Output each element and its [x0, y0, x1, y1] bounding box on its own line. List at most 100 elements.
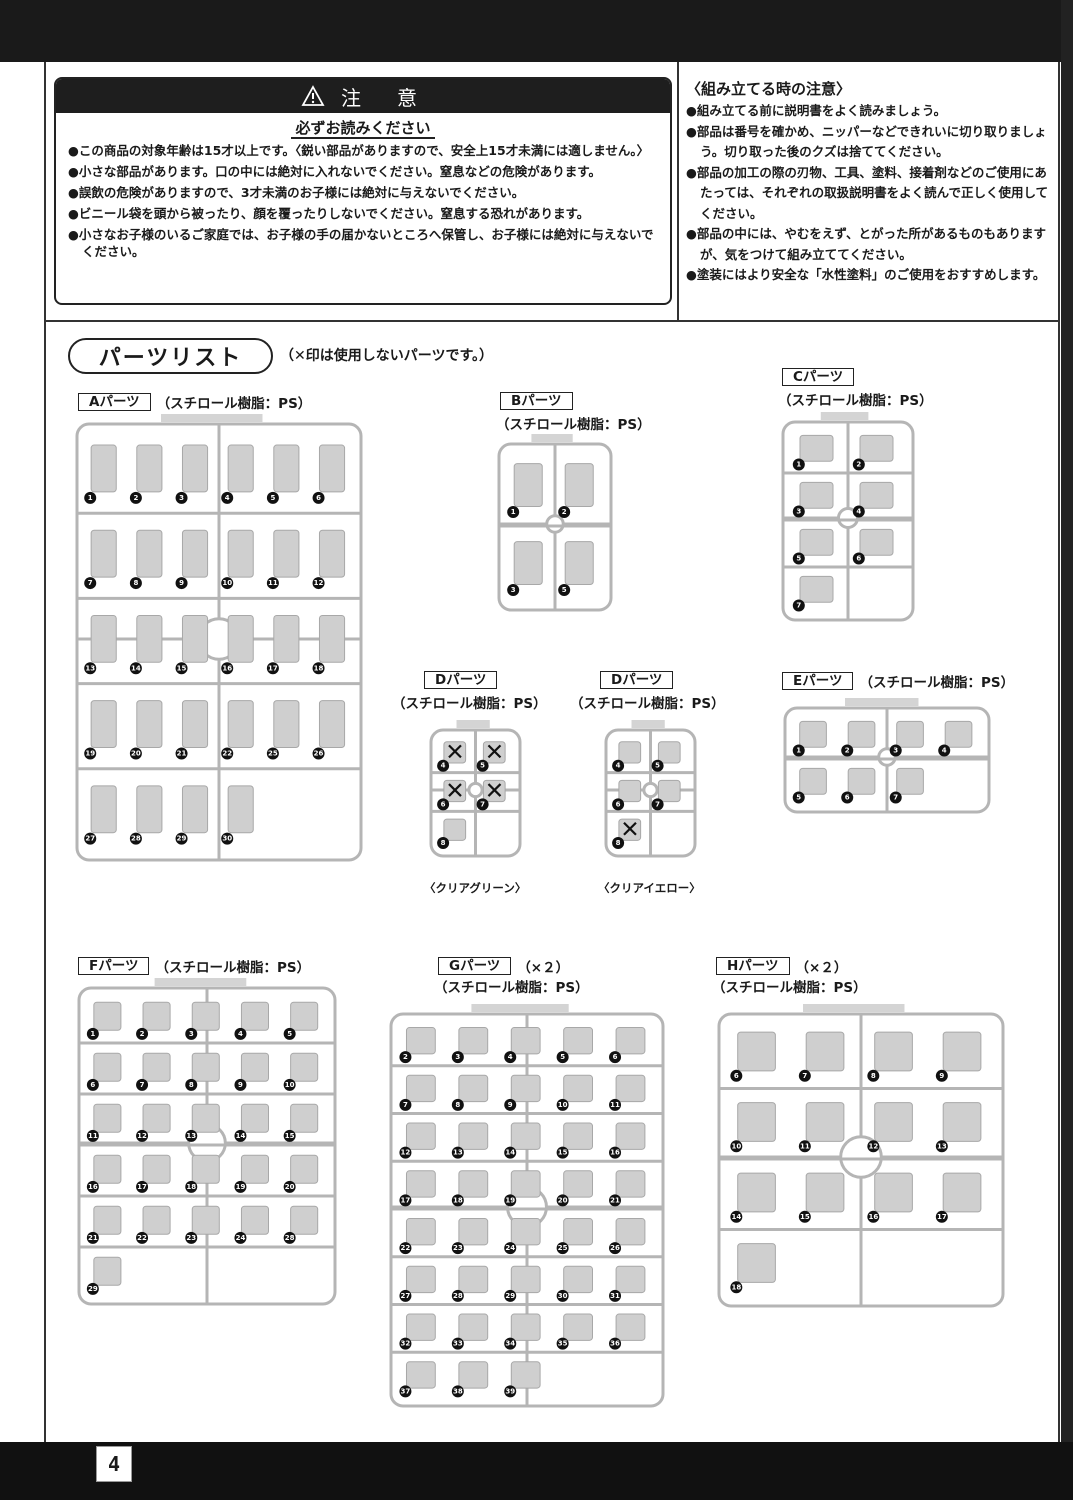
part-e-1	[799, 720, 827, 748]
part-f-6	[93, 1052, 122, 1082]
part-f-10	[290, 1052, 319, 1082]
part-a-11	[273, 529, 300, 578]
part-number-circle	[86, 1078, 99, 1091]
part-number-circle	[558, 505, 571, 518]
part-number-circle	[129, 491, 142, 504]
part-number-label: 4	[616, 762, 621, 770]
runner-tag-plate	[631, 720, 665, 728]
runner-c-label: Cパーツ	[782, 368, 855, 386]
part-number-badge: 20	[283, 1180, 296, 1193]
runner-a-material: （スチロール樹脂：PS）	[156, 396, 312, 412]
part-number-badge: 5	[556, 1051, 569, 1064]
part-d2-5	[657, 741, 681, 764]
part-number-badge: 18	[451, 1194, 464, 1207]
part-h-13	[942, 1102, 982, 1142]
part-number-label: 24	[236, 1234, 246, 1242]
part-number-circle	[504, 1385, 517, 1398]
part-number-circle	[129, 662, 142, 675]
part-g-6	[615, 1027, 646, 1055]
runner-d2-material: （スチロール樹脂：PS）	[570, 696, 725, 712]
part-number-badge: 4	[221, 491, 234, 504]
part-number-label: 3	[455, 1053, 460, 1061]
part-number-circle	[283, 1180, 296, 1193]
caution-item: ●小さな部品があります。口の中には絶対に入れないでください。窒息などの危険があり…	[68, 164, 602, 179]
part-g-26	[615, 1218, 646, 1246]
part-number-badge: 3	[451, 1051, 464, 1064]
part-number-badge: 5	[792, 552, 805, 565]
part-number-circle	[399, 1385, 412, 1398]
caution-item: ●ビニール袋を頭から被ったり、顔を覆ったりしないでください。窒息する恐れがありま…	[68, 206, 590, 221]
part-number-label: 19	[505, 1196, 515, 1204]
part-number-badge: 24	[234, 1231, 247, 1244]
part-g-31	[615, 1265, 646, 1294]
runner-d1-tag: Dパーツ	[424, 671, 498, 689]
part-number-label: 1	[88, 494, 93, 502]
part-h-18	[737, 1243, 776, 1283]
part-number-circle	[221, 662, 234, 675]
caution-header: 注 意	[56, 79, 670, 113]
right-border-line	[1058, 62, 1060, 1442]
part-number-circle	[266, 662, 279, 675]
part-b-5	[564, 541, 594, 585]
part-a-19	[90, 700, 117, 749]
part-number-badge: 19	[84, 747, 97, 760]
part-number-label: 21	[610, 1196, 620, 1204]
part-g-22	[405, 1218, 436, 1246]
part-number-badge: 6	[730, 1069, 743, 1082]
part-f-9	[240, 1052, 270, 1082]
runner-e-material: （スチロール樹脂：PS）	[859, 675, 1015, 691]
part-d2-6	[618, 779, 642, 803]
part-number-badge: 1	[84, 491, 97, 504]
part-number-badge: 12	[867, 1140, 880, 1153]
part-number-circle	[283, 1129, 296, 1142]
part-number-label: 5	[796, 794, 801, 802]
part-number-label: 25	[558, 1244, 568, 1252]
part-number-badge: 13	[185, 1129, 198, 1142]
runner-tag-plate	[820, 412, 869, 420]
part-number-badge: 2	[129, 491, 142, 504]
runner-d2-tag: Dパーツ	[600, 671, 674, 689]
part-number-circle	[612, 798, 625, 811]
part-number-badge: 37	[399, 1385, 412, 1398]
part-c-6	[859, 528, 894, 556]
part-number-badge: 28	[451, 1289, 464, 1302]
part-number-label: 30	[558, 1292, 568, 1300]
part-number-badge: 1	[507, 505, 520, 518]
part-number-label: 15	[800, 1213, 810, 1221]
part-g-18	[458, 1170, 489, 1198]
part-number-circle	[234, 1231, 247, 1244]
part-number-circle	[451, 1146, 464, 1159]
caution-item: ●小さなお子様のいるご家庭では、お子様の手の届かないところへ保管し、お子様には絶…	[68, 227, 654, 259]
part-number-circle	[798, 1210, 811, 1223]
part-f-12	[142, 1103, 171, 1133]
part-g-35	[563, 1313, 593, 1341]
part-a-29	[181, 785, 209, 834]
part-b-3	[513, 541, 543, 585]
part-number-badge: 6	[609, 1051, 622, 1064]
part-number-badge: 33	[451, 1337, 464, 1350]
part-number-circle	[730, 1210, 743, 1223]
part-number-label: 6	[845, 794, 850, 802]
part-e-6	[847, 767, 876, 795]
part-number-circle	[651, 798, 664, 811]
part-number-circle	[266, 491, 279, 504]
part-number-circle	[938, 744, 951, 757]
part-g-12	[405, 1122, 436, 1150]
part-number-label: 30	[222, 835, 232, 843]
part-number-circle	[504, 1051, 517, 1064]
part-number-badge: 29	[86, 1282, 99, 1295]
part-number-circle	[312, 662, 325, 675]
part-number-label: 29	[177, 835, 187, 843]
part-number-label: 1	[511, 508, 516, 516]
part-number-label: 6	[734, 1072, 739, 1080]
part-number-badge: 5	[651, 759, 664, 772]
part-number-circle	[399, 1337, 412, 1350]
part-g-15	[563, 1122, 593, 1150]
runner-e-label: Eパーツ （スチロール樹脂：PS）	[782, 671, 1014, 691]
part-number-label: 16	[868, 1213, 878, 1221]
runner-tag-plate	[471, 1004, 569, 1012]
part-number-circle	[935, 1069, 948, 1082]
part-number-badge: 21	[609, 1194, 622, 1207]
part-number-label: 18	[186, 1183, 196, 1191]
